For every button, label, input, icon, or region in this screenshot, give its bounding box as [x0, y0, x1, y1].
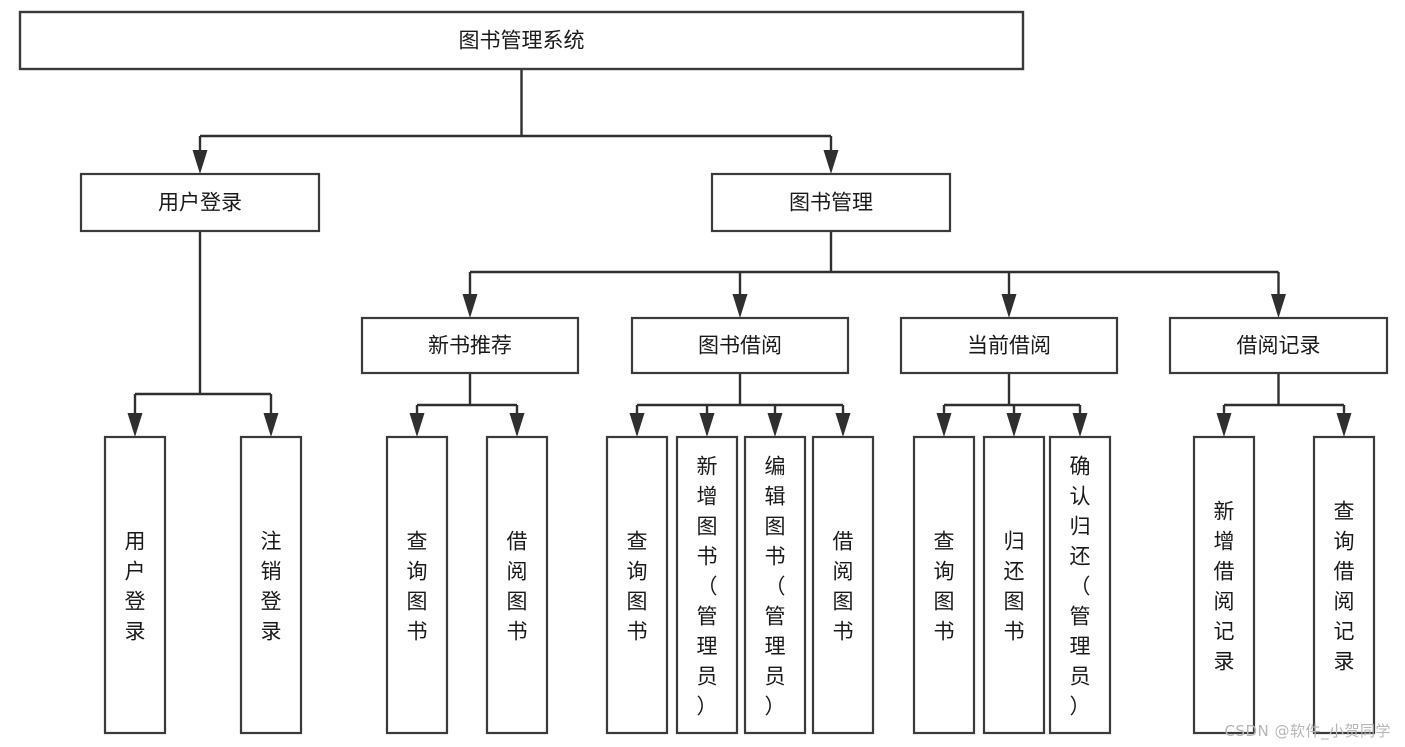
node-label: 借阅记录: [1237, 334, 1321, 358]
node-label: 图书借阅: [698, 334, 782, 358]
node-leaf-return-book[interactable]: 归还图书: [982, 435, 1046, 735]
node-leaf-logout[interactable]: 注销登录: [239, 435, 303, 735]
node-box[interactable]: [899, 316, 1119, 375]
node-leaf-confirm-return[interactable]: 确认归还（管理员）: [1048, 435, 1112, 735]
arrow-head-icon: [936, 413, 952, 437]
arrow-head-icon: [1006, 413, 1022, 437]
connector-group-book-manage: [462, 231, 1286, 318]
arrow-head-icon: [699, 413, 715, 437]
node-box[interactable]: [485, 435, 549, 735]
node-leaf-query-book-2[interactable]: 查询图书: [605, 435, 669, 735]
connector-group-new-book-rec: [409, 373, 525, 437]
connector-group-current-borrow: [936, 373, 1088, 437]
node-leaf-query-record[interactable]: 查询借阅记录: [1312, 435, 1376, 735]
node-label: 确认归还（管理员）: [1070, 454, 1091, 718]
node-leaf-add-book[interactable]: 新增图书（管理员）: [675, 435, 739, 735]
node-box[interactable]: [982, 435, 1046, 735]
node-box[interactable]: [811, 435, 875, 735]
node-layer: 图书管理系统用户登录图书管理新书推荐图书借阅当前借阅借阅记录用户登录注销登录查询…: [18, 10, 1389, 735]
node-box[interactable]: [1192, 435, 1256, 735]
node-leaf-add-record[interactable]: 新增借阅记录: [1192, 435, 1256, 735]
arrow-head-icon: [732, 294, 748, 318]
node-root[interactable]: 图书管理系统: [18, 10, 1025, 71]
node-box[interactable]: [239, 435, 303, 735]
node-borrow-record[interactable]: 借阅记录: [1168, 316, 1389, 375]
node-box[interactable]: [103, 435, 167, 735]
node-label: 用户登录: [158, 191, 242, 215]
arrow-head-icon: [1001, 294, 1017, 318]
arrow-head-icon: [263, 413, 279, 437]
node-current-borrow[interactable]: 当前借阅: [899, 316, 1119, 375]
node-label: 图书管理系统: [459, 29, 585, 53]
node-box[interactable]: [743, 435, 807, 735]
node-label: 注销登录: [261, 529, 282, 643]
node-label: 新书推荐: [428, 334, 512, 358]
connector-group-book-borrow: [629, 373, 851, 437]
node-box[interactable]: [1048, 435, 1112, 735]
arrow-head-icon: [1072, 413, 1088, 437]
arrow-head-icon: [192, 150, 208, 174]
arrow-head-icon: [1271, 294, 1286, 318]
node-label: 查询借阅记录: [1334, 499, 1355, 673]
node-box[interactable]: [710, 172, 952, 233]
arrow-head-icon: [462, 294, 478, 318]
node-label: 编辑图书（管理员）: [765, 454, 786, 718]
node-label: 新增图书（管理员）: [697, 454, 718, 718]
arrow-head-icon: [767, 413, 783, 437]
node-box[interactable]: [1312, 435, 1376, 735]
arrow-head-icon: [409, 413, 425, 437]
arrow-head-icon: [1336, 413, 1352, 437]
node-box[interactable]: [1168, 316, 1389, 375]
node-leaf-query-book-3[interactable]: 查询图书: [912, 435, 976, 735]
connector-layer: [127, 69, 1352, 437]
node-label: 查询图书: [934, 529, 955, 643]
node-label: 借阅图书: [833, 529, 854, 643]
arrow-head-icon: [127, 413, 143, 437]
node-leaf-borrow-book-1[interactable]: 借阅图书: [485, 435, 549, 735]
node-label: 归还图书: [1004, 529, 1025, 643]
node-leaf-edit-book[interactable]: 编辑图书（管理员）: [743, 435, 807, 735]
node-leaf-user-login[interactable]: 用户登录: [103, 435, 167, 735]
node-box[interactable]: [605, 435, 669, 735]
connector-group-user-login: [127, 231, 279, 437]
node-book-manage[interactable]: 图书管理: [710, 172, 952, 233]
node-box[interactable]: [18, 10, 1025, 71]
arrow-head-icon: [629, 413, 645, 437]
node-book-borrow[interactable]: 图书借阅: [630, 316, 850, 375]
node-user-login[interactable]: 用户登录: [79, 172, 321, 233]
node-label: 查询图书: [407, 529, 428, 643]
arrow-head-icon: [1216, 413, 1232, 437]
connector-group-borrow-record: [1216, 373, 1352, 437]
node-box[interactable]: [630, 316, 850, 375]
node-label: 新增借阅记录: [1214, 499, 1235, 673]
node-box[interactable]: [675, 435, 739, 735]
node-label: 用户登录: [125, 529, 146, 643]
node-box[interactable]: [360, 316, 580, 375]
node-leaf-borrow-book-2[interactable]: 借阅图书: [811, 435, 875, 735]
node-label: 查询图书: [627, 529, 648, 643]
csdn-watermark: CSDN @软件_小贺同学: [1224, 722, 1391, 740]
node-box[interactable]: [385, 435, 449, 735]
node-leaf-query-book-1[interactable]: 查询图书: [385, 435, 449, 735]
arrow-head-icon: [823, 150, 839, 174]
node-new-book-rec[interactable]: 新书推荐: [360, 316, 580, 375]
node-label: 当前借阅: [967, 334, 1051, 358]
node-box[interactable]: [79, 172, 321, 233]
node-label: 图书管理: [789, 191, 873, 215]
arrow-head-icon: [509, 413, 525, 437]
connector-group-root: [192, 69, 839, 174]
node-box[interactable]: [912, 435, 976, 735]
node-label: 借阅图书: [507, 529, 528, 643]
arrow-head-icon: [835, 413, 851, 437]
